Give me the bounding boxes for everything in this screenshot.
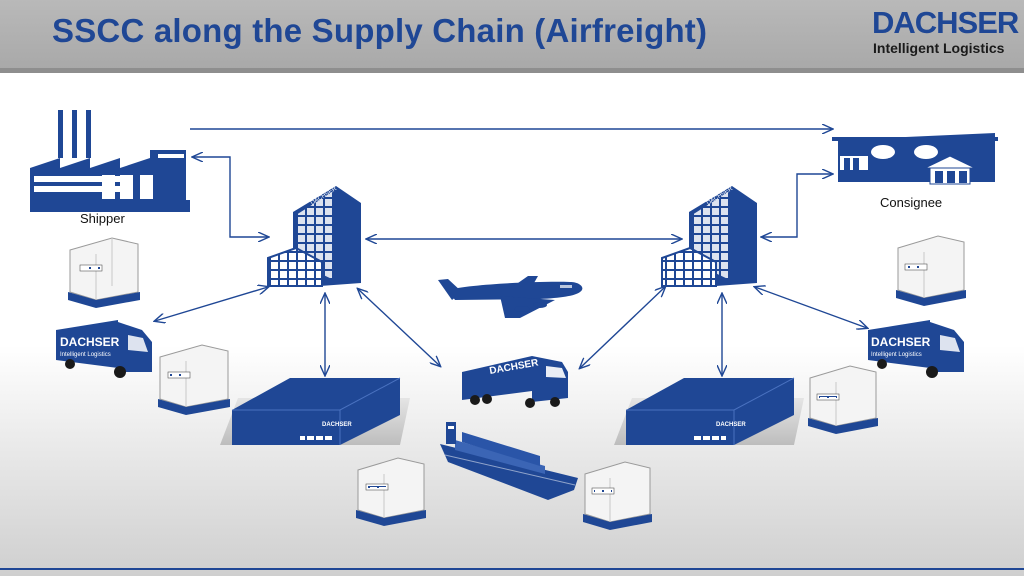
shipper-label: Shipper bbox=[80, 211, 125, 226]
airplane-icon bbox=[438, 276, 583, 318]
arrow-consignee-dest-hub bbox=[762, 174, 832, 237]
logo-name: DACHSER bbox=[872, 5, 1019, 40]
container-ship-icon bbox=[440, 422, 578, 500]
origin-uld-container-icon: DACHSER bbox=[220, 377, 410, 445]
uld-brand-text: DACHSER bbox=[322, 422, 352, 428]
header-bar bbox=[0, 0, 1024, 68]
arrow-origin-hub-truck bbox=[155, 287, 268, 321]
pallet-box-icon bbox=[583, 461, 652, 530]
logo-tagline: Intelligent Logistics bbox=[873, 40, 1005, 56]
center-truck-icon: DACHSER bbox=[462, 356, 568, 408]
footer-divider bbox=[0, 568, 1024, 570]
arrow-origin-hub-center bbox=[358, 289, 440, 366]
consignee-warehouse-icon bbox=[832, 133, 998, 185]
pallet-box-icon bbox=[68, 237, 140, 308]
pallet-boxes bbox=[68, 235, 966, 530]
truck-brand-text-right: DACHSER bbox=[871, 335, 931, 349]
truck-tagline-text-right: Intelligent Logistics bbox=[871, 352, 922, 358]
arrow-shipper-origin-hub bbox=[193, 157, 268, 237]
shipper-factory-icon bbox=[30, 110, 190, 212]
pallet-box-icon bbox=[896, 235, 966, 306]
header-divider bbox=[0, 68, 1024, 73]
arrow-center-dest-hub bbox=[580, 287, 665, 368]
destination-hub-building-icon: DACHSER bbox=[661, 186, 757, 287]
truck-brand-text: DACHSER bbox=[60, 335, 120, 349]
pallet-box-icon bbox=[808, 365, 878, 434]
shipper-truck-icon: DACHSER Intelligent Logistics bbox=[56, 320, 152, 378]
truck-tagline-text: Intelligent Logistics bbox=[60, 352, 111, 358]
dachser-logo: DACHSER Intelligent Logistics bbox=[868, 5, 1019, 60]
pallet-box-icon bbox=[356, 457, 426, 526]
destination-uld-container-icon: DACHSER bbox=[614, 377, 804, 445]
consignee-label: Consignee bbox=[880, 195, 943, 210]
origin-hub-building-icon: DACHSER bbox=[267, 186, 361, 287]
arrow-dest-hub-truck bbox=[755, 287, 867, 328]
flow-arrows bbox=[155, 129, 867, 375]
uld-brand-text-right: DACHSER bbox=[716, 422, 746, 428]
pallet-box-icon bbox=[158, 344, 230, 415]
page-title: SSCC along the Supply Chain (Airfreight) bbox=[52, 12, 708, 49]
consignee-truck-icon: DACHSER Intelligent Logistics bbox=[868, 320, 964, 378]
